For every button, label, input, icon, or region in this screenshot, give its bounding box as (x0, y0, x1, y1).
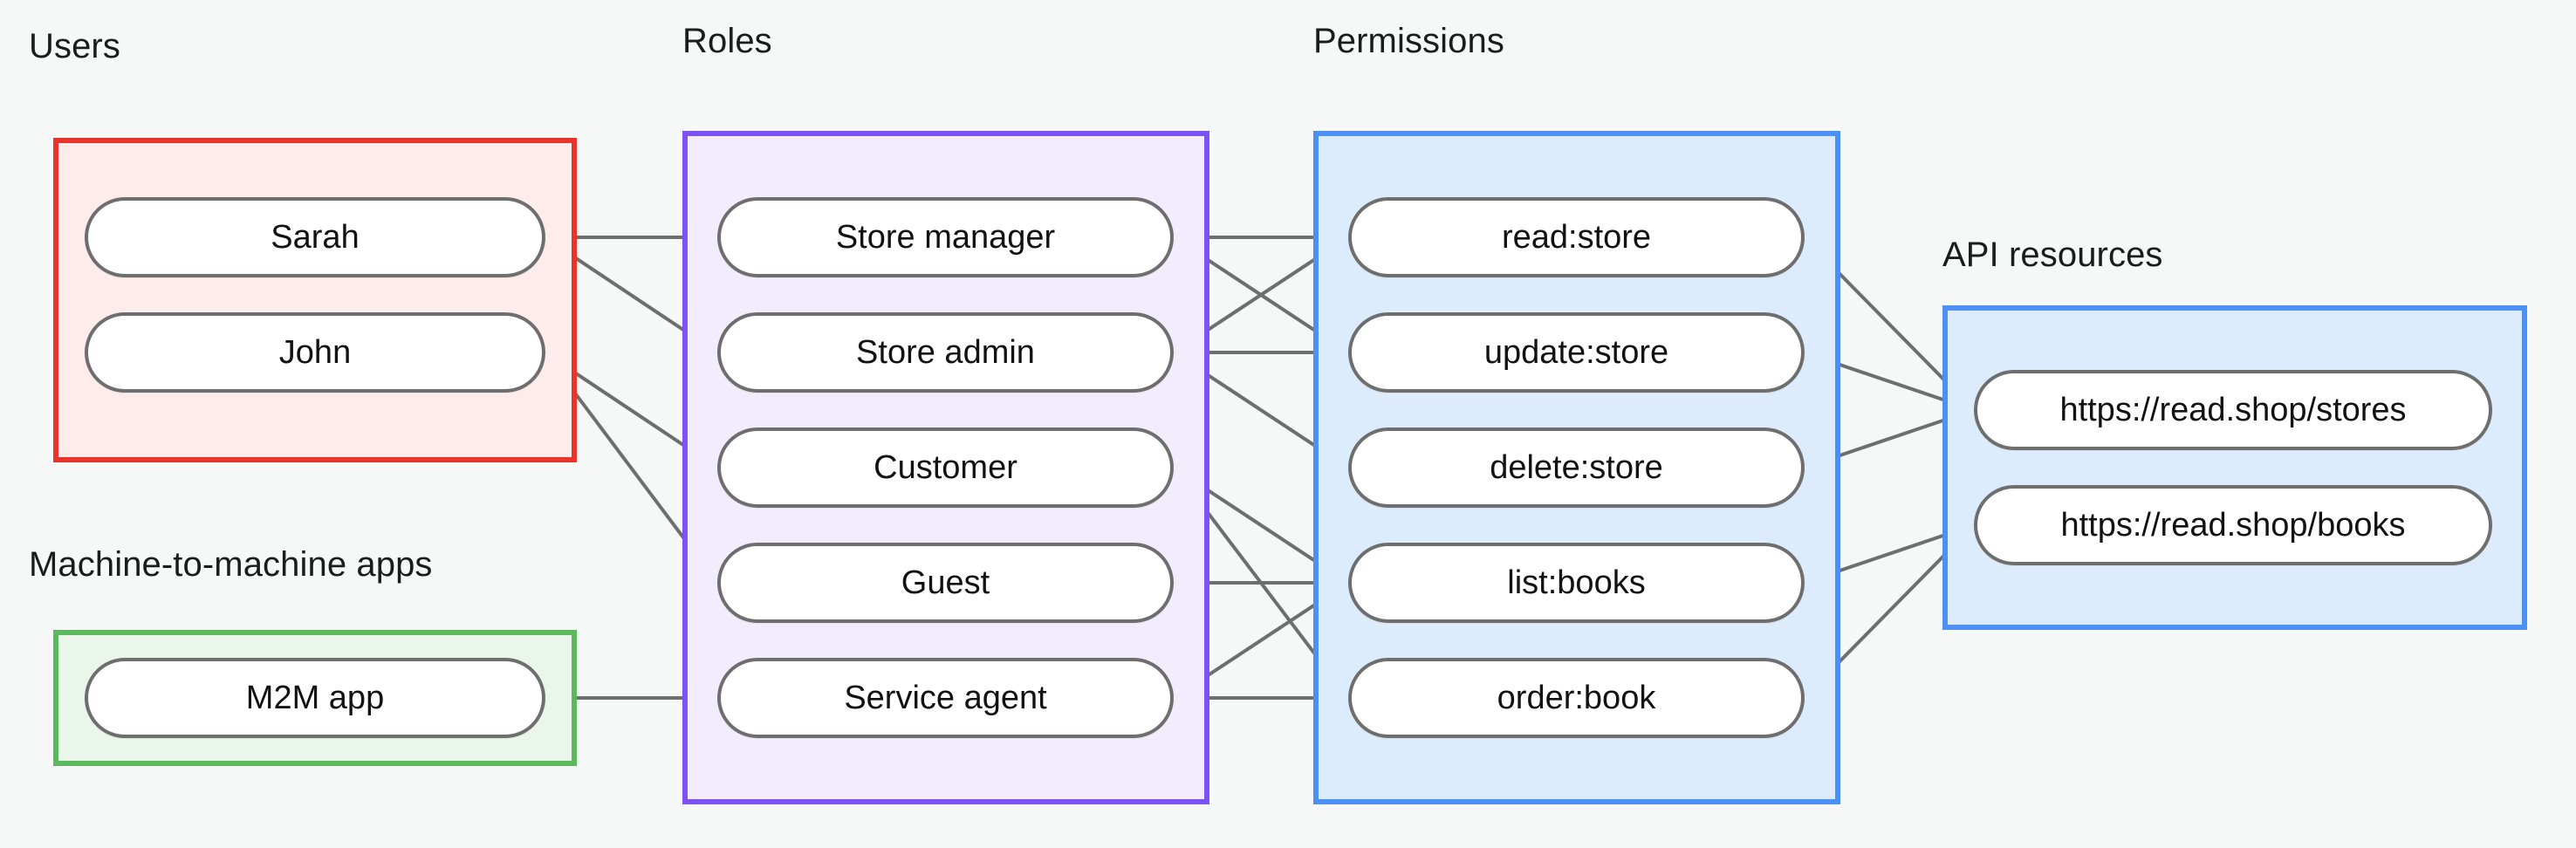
group-box-api-resources (1942, 305, 2527, 630)
group-label-users: Users (29, 27, 120, 65)
node-api-resource-books[interactable]: https://read.shop/books (1974, 485, 2492, 565)
node-permission-order-book[interactable]: order:book (1348, 658, 1805, 738)
group-label-permissions: Permissions (1313, 22, 1504, 60)
node-role-service-agent[interactable]: Service agent (717, 658, 1174, 738)
node-permission-delete-store[interactable]: delete:store (1348, 427, 1805, 508)
node-permission-update-store[interactable]: update:store (1348, 312, 1805, 393)
node-role-store-manager[interactable]: Store manager (717, 197, 1174, 277)
group-box-users (53, 138, 577, 462)
node-permission-read-store[interactable]: read:store (1348, 197, 1805, 277)
node-user-sarah[interactable]: Sarah (85, 197, 545, 277)
node-api-resource-stores[interactable]: https://read.shop/stores (1974, 370, 2492, 450)
group-label-m2m: Machine-to-machine apps (29, 545, 433, 584)
group-label-roles: Roles (682, 22, 772, 60)
group-label-api-resources: API resources (1942, 236, 2163, 274)
node-m2m-app[interactable]: M2M app (85, 658, 545, 738)
node-role-customer[interactable]: Customer (717, 427, 1174, 508)
node-role-store-admin[interactable]: Store admin (717, 312, 1174, 393)
node-role-guest[interactable]: Guest (717, 543, 1174, 623)
node-user-john[interactable]: John (85, 312, 545, 393)
node-permission-list-books[interactable]: list:books (1348, 543, 1805, 623)
